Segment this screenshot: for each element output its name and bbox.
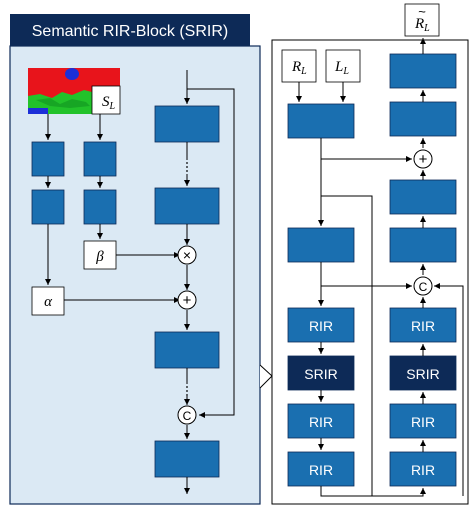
arch-left-rir-3: RIR	[287, 451, 355, 487]
srir-conv-block-1	[154, 105, 220, 143]
concat-node: C	[177, 405, 197, 425]
svg-text:+: +	[419, 151, 428, 168]
multiply-node: ×	[177, 245, 197, 265]
beta-label: β	[95, 249, 104, 265]
output-tilde: ~	[418, 4, 426, 19]
arch-right-rir-3: RIR	[389, 451, 457, 487]
beta-box	[83, 240, 117, 270]
arch-right-conv-3	[389, 179, 457, 215]
semantic-conv-block-3	[83, 141, 117, 177]
svg-text:RIR: RIR	[309, 462, 333, 478]
arch-right-rir-2: RIR	[389, 403, 457, 439]
output-box	[404, 3, 440, 37]
svg-text:RIR: RIR	[411, 462, 435, 478]
arch-add-node: +	[413, 149, 433, 169]
semantic-conv-block-1	[31, 141, 65, 177]
arch-right-conv-2	[389, 101, 457, 137]
semantic-conv-block-4	[83, 189, 117, 225]
svg-text:RIR: RIR	[309, 318, 333, 334]
input-rl-label: RL	[291, 59, 307, 77]
input-ll-box	[325, 49, 361, 83]
semantic-map-label: SL	[102, 94, 116, 112]
callout-pointer	[259, 364, 273, 389]
segmentation-map-image	[28, 68, 121, 115]
alpha-box	[31, 286, 65, 316]
add-node: +	[177, 290, 197, 310]
srir-conv-block-4	[154, 440, 220, 478]
arch-right-conv-4	[389, 227, 457, 263]
svg-text:×: ×	[183, 247, 191, 263]
srir-conv-block-2	[154, 187, 220, 225]
arch-left-srir: SRIR	[287, 355, 355, 391]
svg-text:SRIR: SRIR	[406, 366, 439, 382]
srir-panel-title-bar	[10, 14, 250, 46]
arch-left-rir-2: RIR	[287, 403, 355, 439]
srir-panel-title: Semantic RIR-Block (SRIR)	[32, 23, 228, 40]
semantic-conv-block-2	[31, 189, 65, 225]
svg-text:+: +	[183, 292, 192, 309]
srir-conv-block-3	[154, 331, 220, 369]
arch-right-conv-top	[389, 53, 457, 89]
input-ll-label: LL	[334, 59, 349, 77]
arch-right-rir-1: RIR	[389, 307, 457, 343]
alpha-label: α	[44, 294, 53, 310]
output-label: RL	[414, 16, 430, 34]
arch-concat-node: C	[413, 276, 433, 296]
svg-text:RIR: RIR	[411, 414, 435, 430]
svg-text:RIR: RIR	[309, 414, 333, 430]
arch-left-conv-2	[287, 227, 355, 263]
arch-left-rir-1: RIR	[287, 307, 355, 343]
svg-text:C: C	[419, 280, 428, 294]
arch-left-conv-1	[287, 103, 355, 139]
svg-text:RIR: RIR	[411, 318, 435, 334]
ellipsis-dots	[186, 162, 188, 396]
svg-text:SRIR: SRIR	[304, 366, 337, 382]
arch-right-srir: SRIR	[389, 355, 457, 391]
svg-text:C: C	[183, 409, 192, 423]
